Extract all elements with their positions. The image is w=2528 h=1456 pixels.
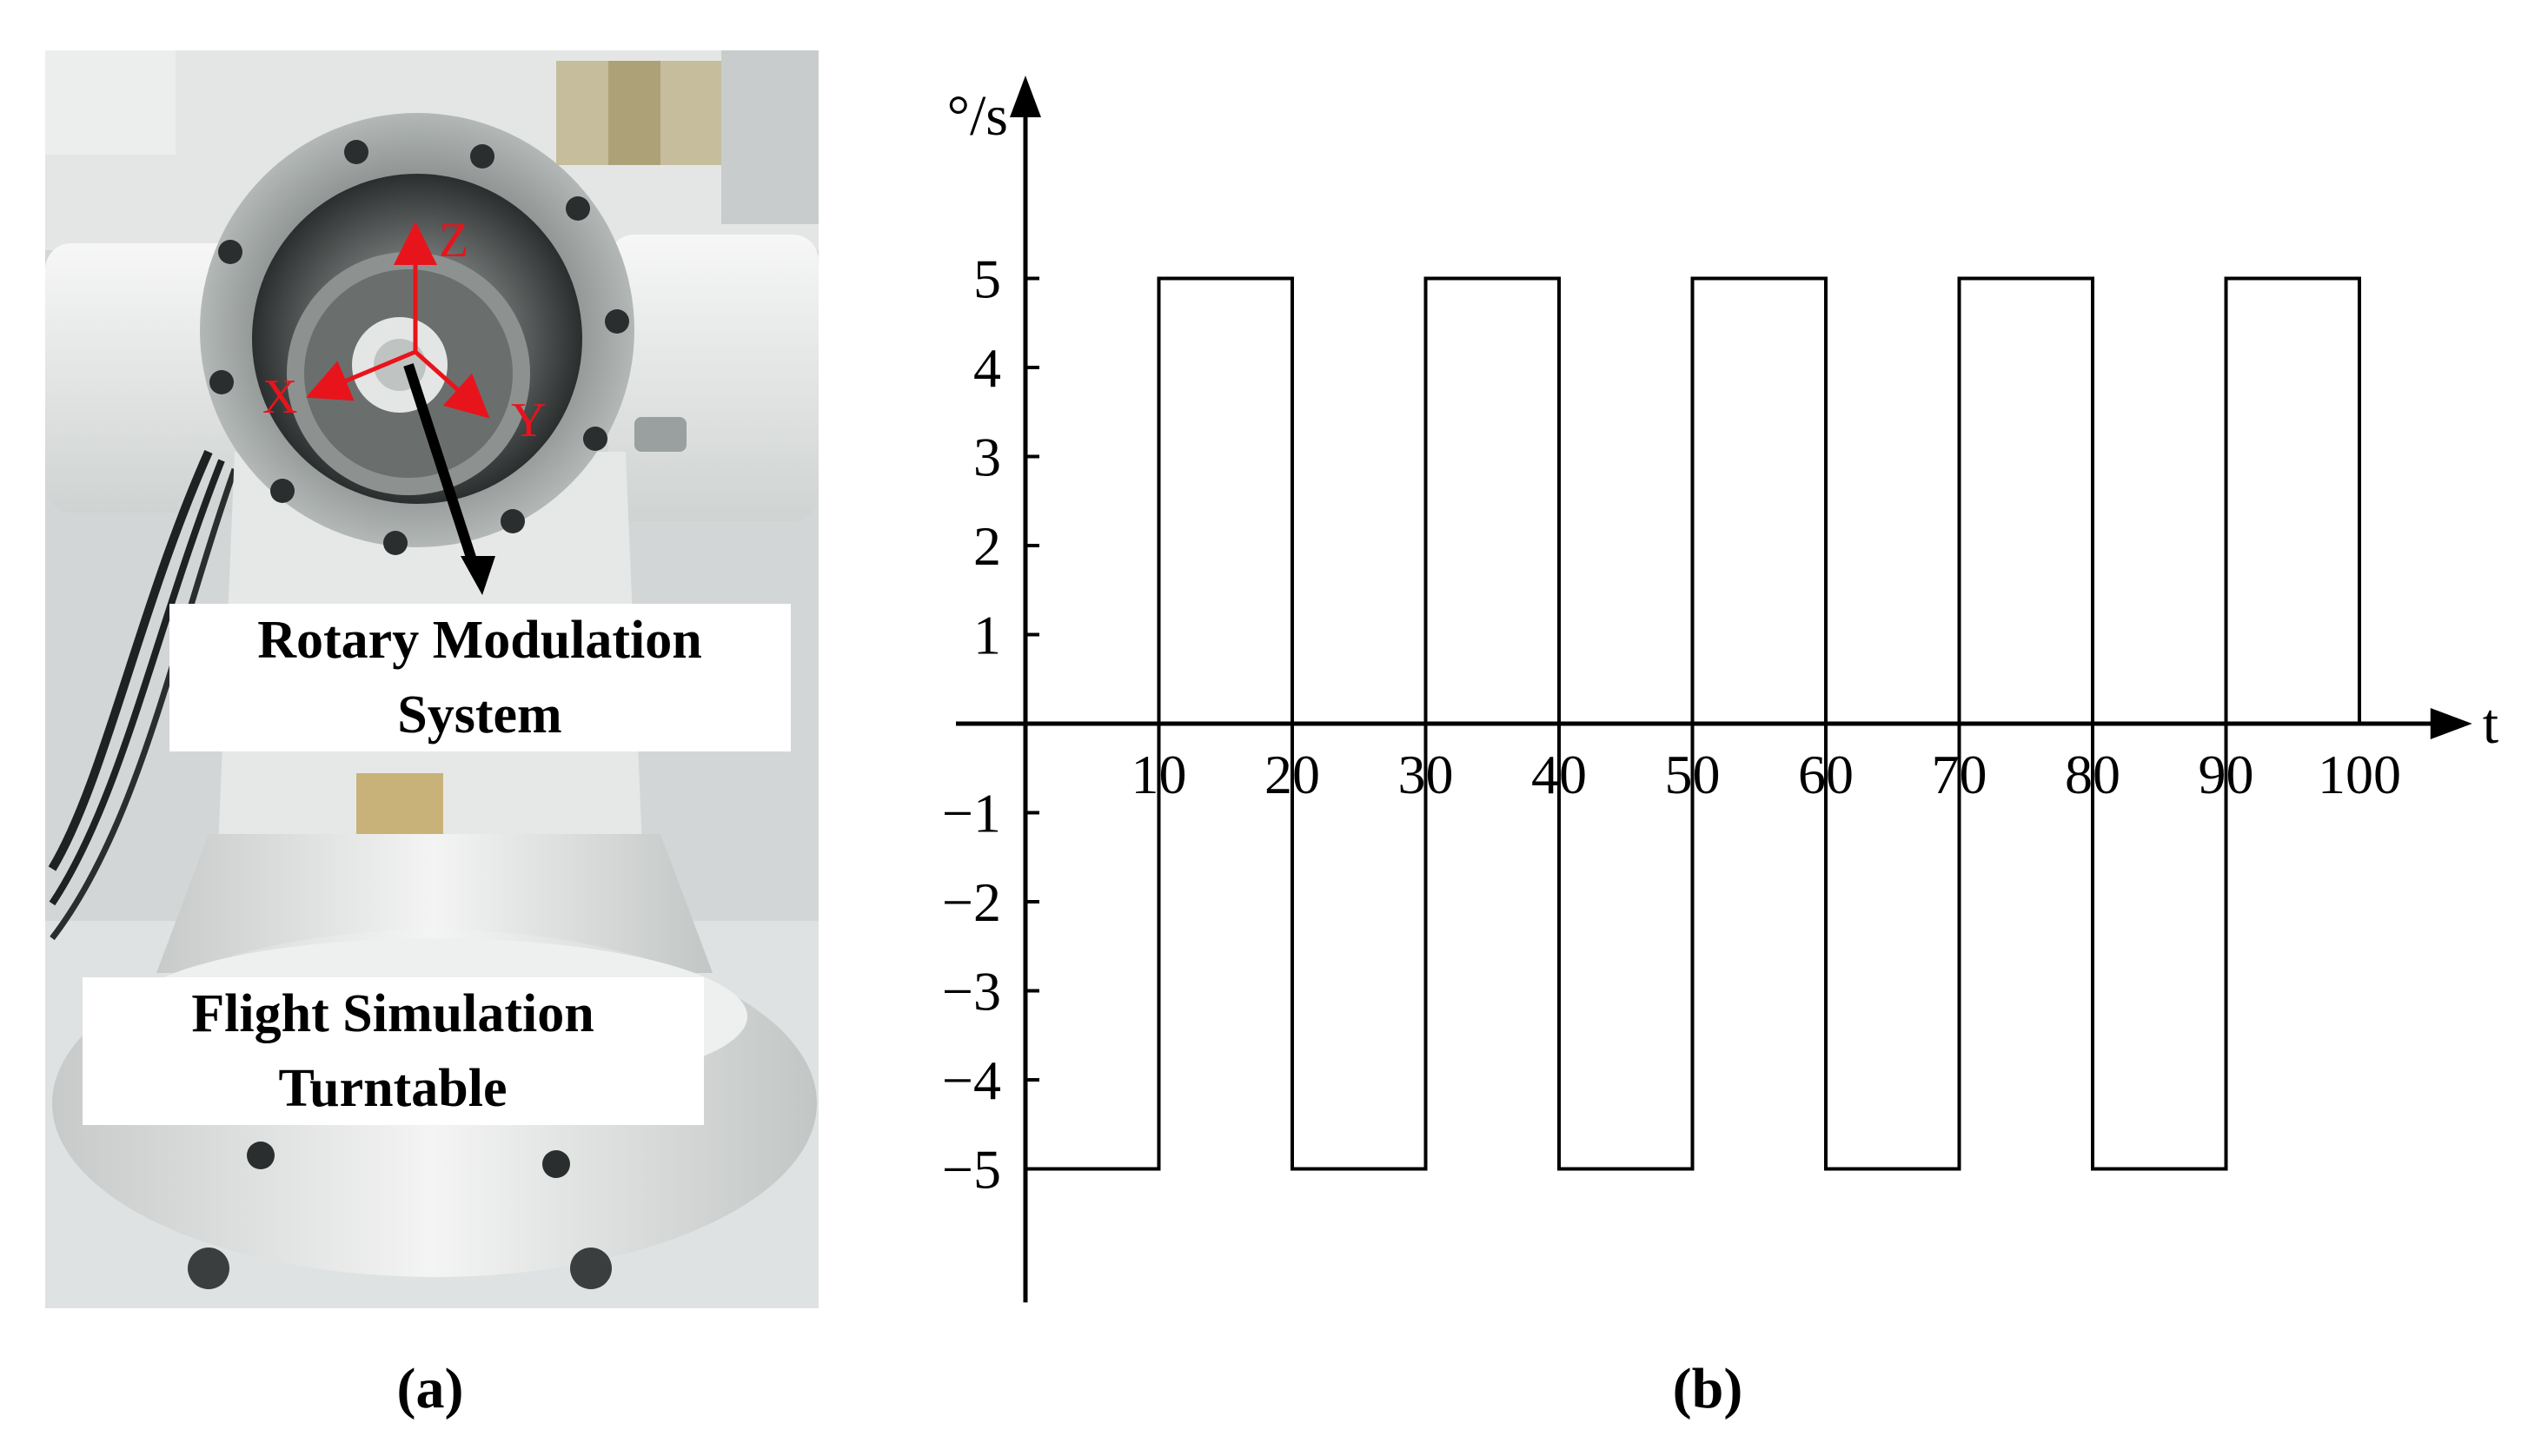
y-tick-label: −2	[942, 871, 1001, 933]
axis-label-z: Z	[439, 214, 468, 268]
y-tick-label: 5	[973, 248, 1001, 310]
turntable-right-arm	[608, 235, 819, 521]
x-axis-arrowhead	[2430, 708, 2472, 739]
caption-b: (b)	[1673, 1357, 1743, 1420]
label-flight-line2: Turntable	[278, 1059, 507, 1118]
panel-a-photo: Z X Y Rotary Modulation System Flight Si…	[45, 50, 819, 1420]
y-axis-label: °/s	[947, 84, 1008, 148]
y-tick-label: 2	[973, 515, 1001, 577]
flange-bolts	[209, 140, 629, 555]
turntable-pedestal	[156, 834, 713, 973]
label-box-flight	[83, 977, 704, 1125]
x-axis-label: t	[2483, 692, 2498, 756]
y-tick-label: −1	[942, 783, 1001, 844]
pointer-arrow	[403, 363, 481, 575]
y-tick-label: 3	[973, 427, 1001, 488]
series-line-rate	[1025, 276, 2361, 1171]
axis-label-y: Y	[511, 394, 546, 447]
axis-label-x: X	[262, 370, 297, 424]
y-tick-label: 4	[973, 337, 1001, 399]
label-rotary-line2: System	[397, 685, 561, 745]
caption-a: (a)	[397, 1357, 464, 1420]
coordinate-axes	[305, 222, 490, 419]
label-rotary-line1: Rotary Modulation	[257, 611, 702, 670]
y-tick-label: −5	[942, 1139, 1001, 1201]
label-flight-line1: Flight Simulation	[191, 984, 594, 1043]
pointer-arrowhead	[461, 556, 495, 595]
label-box-rotary	[169, 604, 791, 751]
y-tick-label: 1	[973, 605, 1001, 666]
y-tick-label: −3	[942, 961, 1001, 1023]
y-axis-arrowhead	[1010, 76, 1041, 117]
y-tick-label: −4	[942, 1049, 1001, 1111]
x-tick-label: 100	[2318, 744, 2401, 805]
